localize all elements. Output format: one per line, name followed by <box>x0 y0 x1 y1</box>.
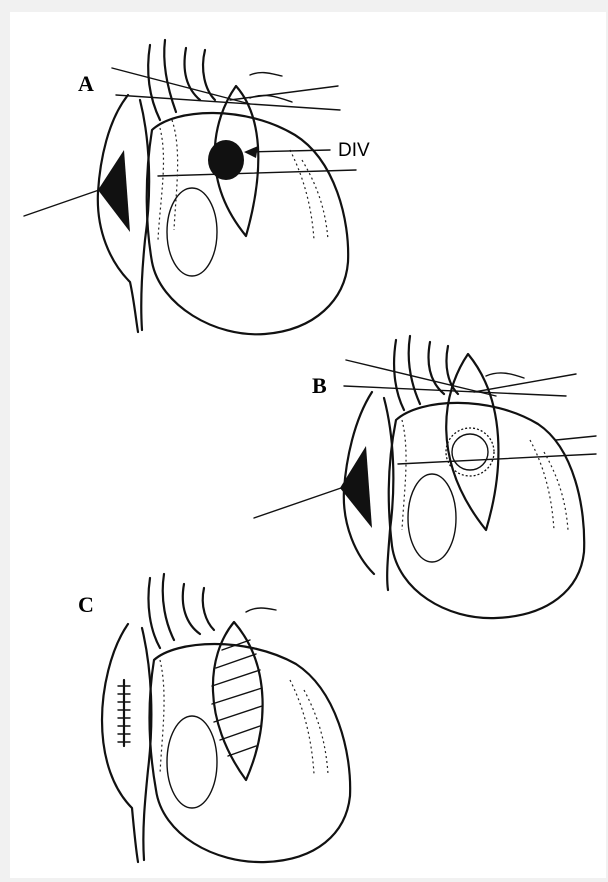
ventricle-outline <box>389 403 584 618</box>
ventricle-outline <box>150 644 351 862</box>
vessel <box>185 48 200 100</box>
ventricle-inner <box>167 188 217 276</box>
ventricle-inner <box>408 474 456 562</box>
right-atrium <box>102 624 138 862</box>
epicardial-fat <box>402 420 406 530</box>
panel-b: B <box>254 336 596 618</box>
epicardial-fat <box>160 660 164 774</box>
septal-patch-inner <box>452 434 488 470</box>
vessel <box>148 45 160 120</box>
vessel <box>163 574 174 640</box>
div-annotation: DIV <box>338 140 370 161</box>
epicardial-fat <box>304 690 328 774</box>
stay-suture <box>346 360 496 396</box>
panel-a: A DIV <box>24 40 370 334</box>
vessel <box>203 588 214 630</box>
vessel <box>148 578 160 648</box>
septal-defect <box>208 140 244 180</box>
epicardial-fat <box>290 680 314 774</box>
vessel <box>183 584 200 634</box>
epicardial-fat <box>544 452 568 530</box>
stay-suture <box>344 386 566 396</box>
epicardial-fat <box>530 440 554 530</box>
panel-b-label: B <box>312 373 327 398</box>
vessel <box>394 340 404 410</box>
stay-suture <box>230 86 338 100</box>
div-pointer <box>248 150 330 152</box>
panel-c: C <box>78 574 350 862</box>
septal-patch <box>446 428 494 476</box>
epicardial-fat <box>158 128 163 240</box>
epicardial-fat <box>290 150 314 240</box>
vessel <box>486 373 524 378</box>
div-arrowhead <box>244 146 258 158</box>
vessel <box>409 336 420 404</box>
traction-line <box>24 190 99 216</box>
tension-wedge <box>98 150 130 232</box>
panel-c-label: C <box>78 592 94 617</box>
vessel <box>429 342 444 394</box>
stay-suture <box>556 436 596 440</box>
ventricle-inner <box>167 716 217 808</box>
vessel <box>250 73 282 76</box>
panel-a-label: A <box>78 71 94 96</box>
traction-line <box>254 488 341 518</box>
vessel <box>246 608 276 612</box>
vessel <box>164 40 176 112</box>
